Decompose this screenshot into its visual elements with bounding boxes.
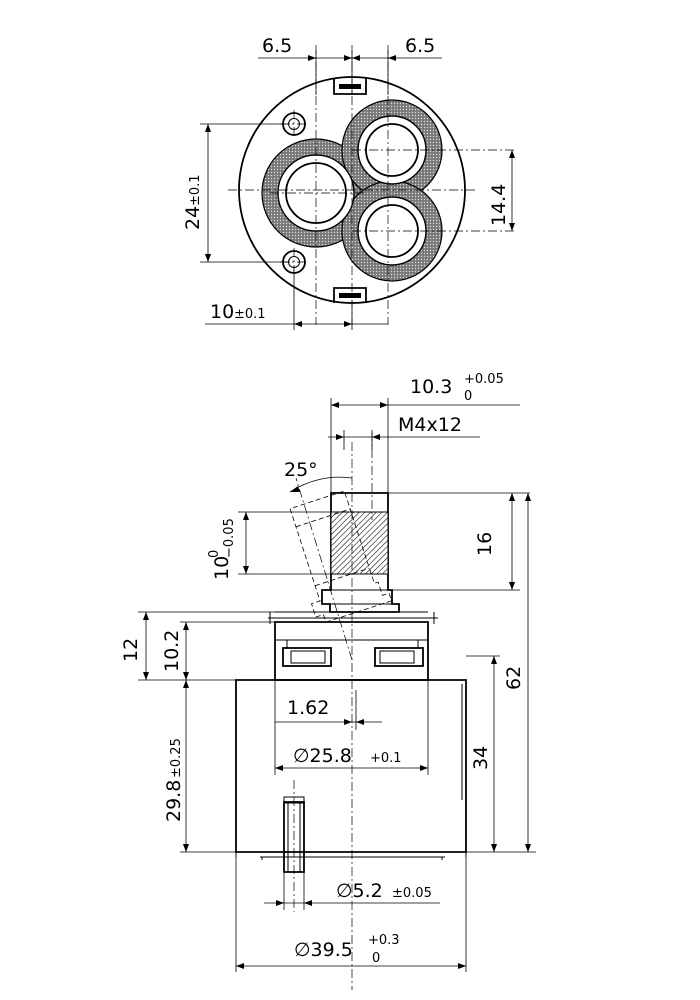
dim-body-34: 34 <box>470 746 492 770</box>
dim-stem-width-tol-lower: 0 <box>464 389 472 404</box>
dim-height-tol: ±0.1 <box>188 174 203 206</box>
dim-stem-width-tol-upper: +0.05 <box>464 372 504 387</box>
dim-body-diameter-tol-lower: 0 <box>372 951 380 966</box>
dim-cap-diameter-value: ∅25.8 <box>293 745 352 767</box>
dim-offset-small: 1.62 <box>287 697 329 719</box>
dim-left-offset: 6.5 <box>262 35 292 57</box>
dim-body-diameter-tol-upper: +0.3 <box>368 933 400 948</box>
dim-stem-width-value: 10.3 <box>410 376 452 398</box>
dim-angle: 25° <box>284 459 318 481</box>
tab-bottom <box>333 287 367 303</box>
dim-height-value: 24 <box>182 206 204 230</box>
top-view: 6.5 6.5 24 ±0.1 14.4 10 ±0.1 <box>182 35 515 330</box>
dim-hole-offset-tol: ±0.1 <box>234 307 266 322</box>
dim-total-height: 62 <box>503 666 525 690</box>
cartridge-body <box>235 679 467 860</box>
dim-port-spacing: 14.4 <box>488 184 510 226</box>
dim-flat-tol-upper: 0 <box>207 550 222 558</box>
dim-body-diameter-value: ∅39.5 <box>294 939 353 961</box>
dim-flat-tol-lower: −0.05 <box>222 518 237 558</box>
dim-thread: M4x12 <box>398 414 462 436</box>
tilted-stem-ghost <box>289 490 393 623</box>
dim-cap-height: 12 <box>120 638 142 662</box>
stem <box>321 492 400 613</box>
dim-body-height-value: 29.8 <box>163 780 185 822</box>
dim-cap-inner: 10.2 <box>161 630 183 672</box>
dim-cap-diameter-tol: +0.1 <box>370 751 402 766</box>
dim-right-offset: 6.5 <box>405 35 435 57</box>
dim-pin-diameter-value: ∅5.2 <box>336 880 383 902</box>
dim-stem-length: 16 <box>474 532 496 556</box>
side-view: 10.3 +0.05 0 M4x12 25° 10 0 −0.05 16 <box>120 372 536 990</box>
dim-flat-value: 10 <box>211 556 233 580</box>
tab-top <box>333 78 367 95</box>
dim-hole-offset-value: 10 <box>210 301 234 323</box>
cartridge-cap <box>268 611 438 681</box>
dim-body-height-tol: ±0.25 <box>169 738 184 778</box>
dim-pin-diameter-tol: ±0.05 <box>392 886 432 901</box>
